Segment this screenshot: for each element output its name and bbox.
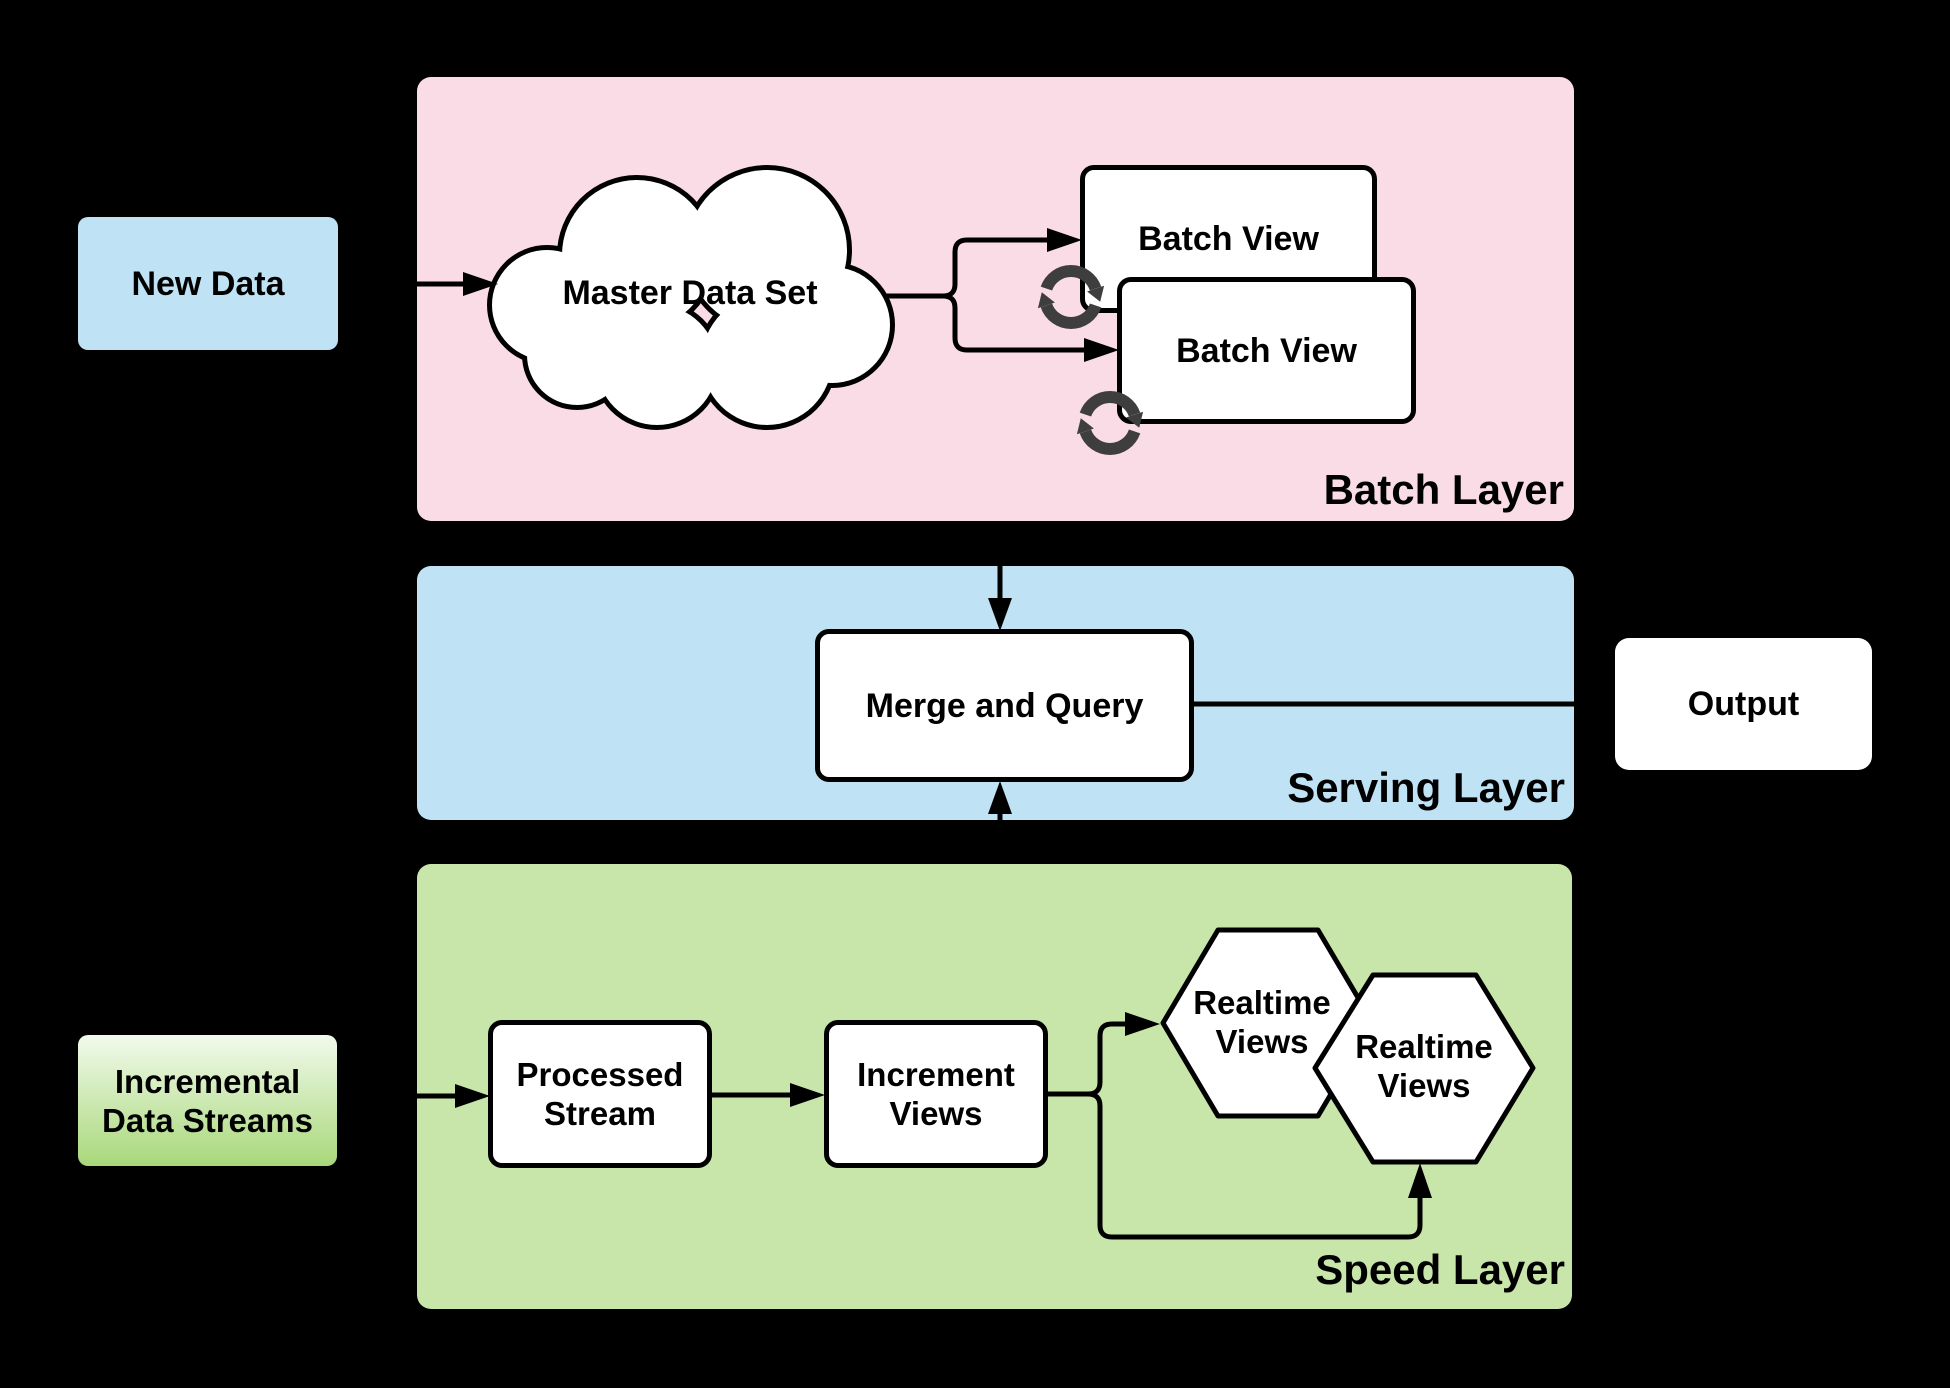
arrow-batch-to-merge xyxy=(988,563,1012,631)
increment-views-node: Increment Views xyxy=(824,1020,1048,1168)
processed-stream-node: Processed Stream xyxy=(488,1020,712,1168)
output-label: Output xyxy=(1687,685,1800,723)
batch-view-2-node: Batch View xyxy=(1117,277,1416,424)
realtime-views-2-label: Realtime Views xyxy=(1355,1028,1493,1104)
speed-layer-label: Speed Layer xyxy=(1315,1246,1565,1293)
new-data-label: New Data xyxy=(131,264,285,303)
batch-view-2-label: Batch View xyxy=(1176,331,1357,370)
merge-and-query-label: Merge and Query xyxy=(865,686,1144,725)
incremental-data-streams-node: Incremental Data Streams xyxy=(78,1035,337,1166)
refresh-cycle-icon xyxy=(1037,265,1105,329)
serving-layer-label: Serving Layer xyxy=(1287,764,1565,811)
arrow-master-to-batch-view-2 xyxy=(927,293,1119,362)
arrow-increment-to-realtime-2 xyxy=(1067,1091,1432,1240)
merge-and-query-node: Merge and Query xyxy=(815,629,1194,782)
master-data-set-label: Master Data Set xyxy=(562,273,818,312)
output-node: Output xyxy=(1615,638,1872,770)
master-data-set-cloud xyxy=(487,165,895,430)
arrow-new-data-to-master xyxy=(335,272,498,296)
refresh-cycle-icon xyxy=(1076,391,1144,455)
increment-views-label: Increment Views xyxy=(857,1056,1015,1132)
incremental-data-streams-label: Incremental Data Streams xyxy=(102,1062,313,1139)
processed-stream-label: Processed Stream xyxy=(516,1056,684,1132)
new-data-node: New Data xyxy=(78,217,338,350)
arrow-speed-to-merge xyxy=(988,781,1012,823)
arrow-incremental-to-processed xyxy=(334,1084,490,1108)
batch-view-1-label: Batch View xyxy=(1138,220,1319,258)
arrow-processed-to-increment xyxy=(709,1083,825,1107)
batch-layer-label: Batch Layer xyxy=(1323,466,1564,513)
realtime-views-2-hexagon xyxy=(1312,972,1536,1165)
realtime-views-1-label: Realtime Views xyxy=(1193,984,1331,1060)
